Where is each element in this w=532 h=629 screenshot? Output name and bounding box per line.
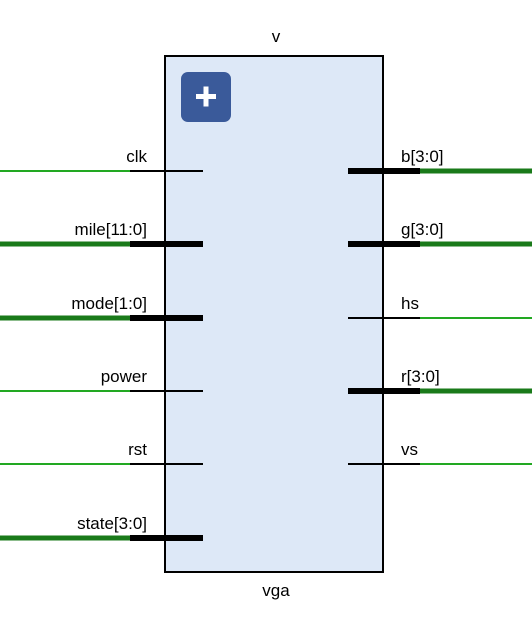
output-port-r-3-0[interactable]: r[3:0]: [348, 367, 532, 394]
expand-button[interactable]: [181, 72, 231, 122]
input-port-state-3-0[interactable]: state[3:0]: [0, 514, 203, 541]
output-port-label: r[3:0]: [401, 367, 440, 386]
input-port-rst[interactable]: rst: [0, 440, 203, 465]
input-port-clk[interactable]: clk: [0, 147, 203, 172]
input-port-label: state[3:0]: [77, 514, 147, 533]
input-port-label: mile[11:0]: [75, 220, 147, 239]
output-port-hs[interactable]: hs: [348, 294, 532, 319]
module-name: vga: [262, 581, 290, 600]
output-port-label: vs: [401, 440, 418, 459]
input-port-label: clk: [126, 147, 147, 166]
output-port-vs[interactable]: vs: [348, 440, 532, 465]
output-port-label: g[3:0]: [401, 220, 444, 239]
input-port-mile-11-0[interactable]: mile[11:0]: [0, 220, 203, 247]
input-port-label: power: [101, 367, 148, 386]
input-port-power[interactable]: power: [0, 367, 203, 392]
output-port-label: b[3:0]: [401, 147, 444, 166]
ports: clk mile[11:0] mode[1:0] power rst state[3:0]…: [0, 147, 532, 541]
plus-icon: [196, 86, 216, 107]
input-port-label: rst: [128, 440, 147, 459]
output-port-label: hs: [401, 294, 419, 313]
input-port-label: mode[1:0]: [71, 294, 147, 313]
input-port-mode-1-0[interactable]: mode[1:0]: [0, 294, 203, 321]
output-port-b-3-0[interactable]: b[3:0]: [348, 147, 532, 174]
output-port-g-3-0[interactable]: g[3:0]: [348, 220, 532, 247]
instance-name: v: [272, 27, 281, 46]
vga-module-block[interactable]: [164, 55, 384, 573]
